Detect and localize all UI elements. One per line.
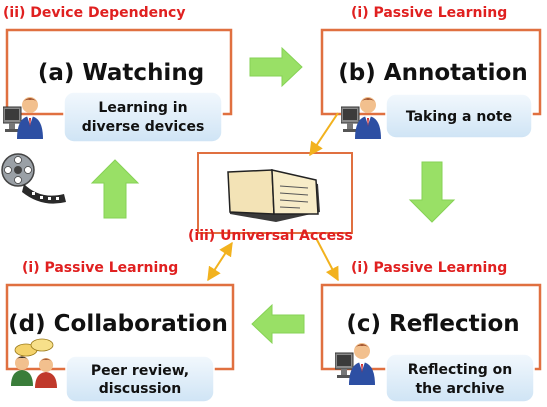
flow-arrow-left xyxy=(251,303,305,345)
universal-access-label: (iii) Universal Access xyxy=(188,228,353,244)
reflection-callout-line-1: Reflecting on xyxy=(408,362,512,378)
reflection-callout xyxy=(385,353,535,403)
discussion-users-icon xyxy=(11,338,57,388)
access-arrow-annotation xyxy=(309,112,339,157)
film-reel-icon xyxy=(1,153,66,204)
device-dependency-label: (ii) Device Dependency xyxy=(3,5,186,21)
flow-arrow-right xyxy=(249,46,303,88)
annotation-callout-line-1: Taking a note xyxy=(406,109,512,125)
collaboration-callout xyxy=(65,355,215,403)
passive-learning-label-right: (i) Passive Learning xyxy=(351,260,507,276)
annotation-title: (b) Annotation xyxy=(338,60,527,86)
watching-callout-line-2: diverse devices xyxy=(82,119,205,135)
collaboration-box xyxy=(5,283,235,371)
flow-arrow-down xyxy=(408,161,456,223)
collaboration-title: (d) Collaboration xyxy=(8,311,228,337)
reflection-title: (c) Reflection xyxy=(346,311,519,337)
passive-learning-label-left: (i) Passive Learning xyxy=(22,260,178,276)
flow-arrow-up xyxy=(90,159,140,219)
passive-learning-label-top: (i) Passive Learning xyxy=(351,5,507,21)
annotation-callout xyxy=(385,93,533,139)
watching-callout xyxy=(63,91,223,143)
collaboration-callout-line-1: Peer review, xyxy=(91,363,189,379)
watching-callout-line-1: Learning in xyxy=(98,100,187,116)
access-arrow-reflection xyxy=(315,237,339,282)
reflection-callout-line-2: the archive xyxy=(415,381,504,397)
collaboration-callout-line-2: discussion xyxy=(99,381,181,397)
access-arrow-collaboration xyxy=(207,241,233,282)
watching-title: (a) Watching xyxy=(38,60,204,86)
notebook-icon xyxy=(227,169,320,222)
